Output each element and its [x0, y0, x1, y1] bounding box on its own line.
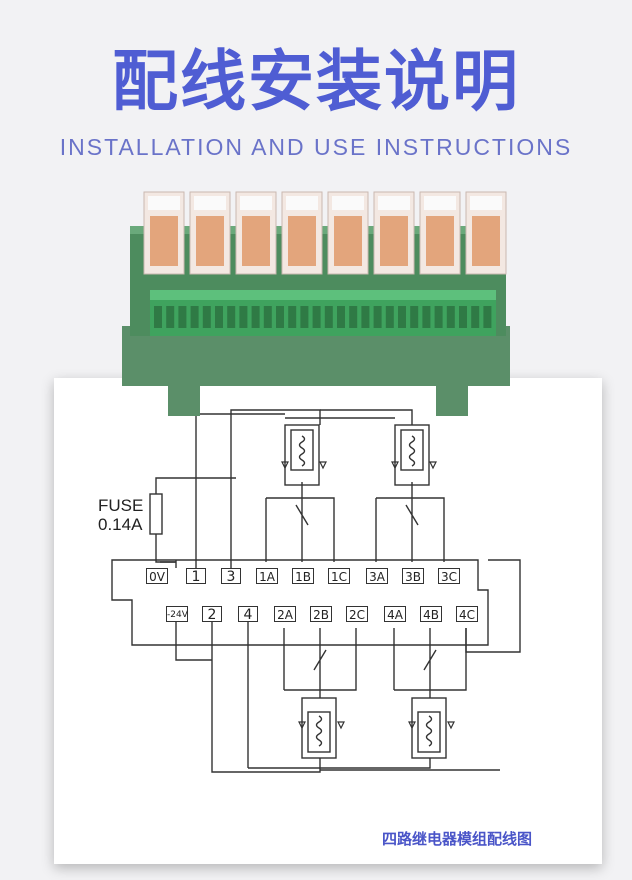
terminal-screw	[410, 306, 419, 328]
relay-unit	[327, 191, 369, 275]
terminal-screw	[288, 306, 297, 328]
terminal-screw	[215, 306, 223, 328]
relay-unit	[189, 191, 231, 275]
terminal-screw	[190, 306, 199, 328]
relay-module-photo	[122, 191, 510, 416]
terminal-screw	[154, 306, 162, 328]
fuse-label-line1: FUSE	[98, 496, 144, 515]
terminal-screw	[239, 306, 248, 328]
terminal-1b: 1B	[292, 568, 314, 584]
terminal-screw	[373, 306, 382, 328]
terminal-screw	[349, 306, 358, 328]
terminal-4c: 4C	[456, 606, 478, 622]
terminal-screw	[422, 306, 431, 328]
page-subtitle: INSTALLATION AND USE INSTRUCTIONS	[59, 134, 573, 160]
terminal-2c: 2C	[346, 606, 368, 622]
terminal-screw	[459, 306, 467, 328]
terminal-screw	[227, 306, 236, 328]
terminal-screw	[446, 306, 455, 328]
terminal-1c: 1C	[328, 568, 350, 584]
terminal-screw	[178, 306, 187, 328]
terminal-screw	[263, 306, 272, 328]
terminal-screw	[324, 306, 333, 328]
diagram-caption: 四路继电器模组配线图	[382, 830, 533, 848]
terminal-4: 4	[238, 606, 258, 623]
terminal-screw	[202, 306, 211, 328]
fuse-label-line2: 0.14A	[98, 515, 143, 534]
terminal-4b: 4B	[420, 606, 442, 622]
terminal-screw	[385, 306, 394, 328]
terminal-screw	[300, 306, 309, 328]
terminal-screw	[471, 306, 480, 328]
terminal-3b: 3B	[402, 568, 424, 584]
terminal-3: 3	[221, 568, 241, 585]
terminal-screw	[312, 306, 321, 328]
terminal-0v: 0V	[146, 568, 168, 584]
din-rail-base	[122, 326, 510, 416]
terminal-screw	[276, 306, 284, 328]
page-title: 配线安装说明	[112, 43, 520, 120]
relay-unit	[281, 191, 323, 275]
terminal-3c: 3C	[438, 568, 460, 584]
fuse-label: FUSE 0.14A	[98, 496, 143, 534]
terminal-screw	[434, 306, 443, 328]
relay-unit	[143, 191, 185, 275]
terminal-minus24v: -24V	[166, 606, 188, 622]
relay-unit	[235, 191, 277, 275]
terminal-1: 1	[186, 568, 206, 585]
terminal-2: 2	[202, 606, 222, 623]
relay-unit	[419, 191, 461, 275]
terminal-screw	[166, 306, 175, 328]
terminal-3a: 3A	[366, 568, 388, 584]
terminal-screw	[483, 306, 492, 328]
terminal-1a: 1A	[256, 568, 278, 584]
relay-unit	[373, 191, 415, 275]
terminal-2b: 2B	[310, 606, 332, 622]
terminal-screw	[337, 306, 345, 328]
terminal-screw	[398, 306, 406, 328]
terminal-2a: 2A	[274, 606, 296, 622]
terminal-4a: 4A	[384, 606, 406, 622]
terminal-screw	[361, 306, 370, 328]
terminal-screw	[251, 306, 260, 328]
relay-unit	[465, 191, 507, 275]
